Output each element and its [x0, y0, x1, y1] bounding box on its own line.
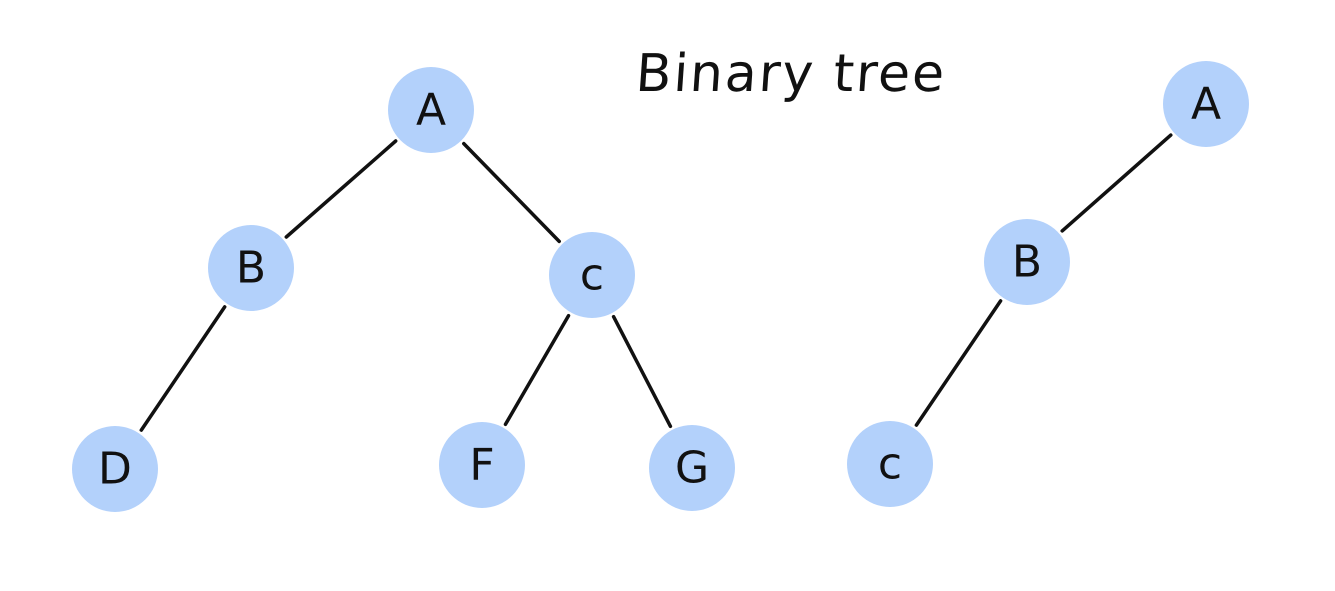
- node-label: F: [469, 440, 494, 491]
- node-r-a: A: [1163, 61, 1249, 147]
- node-circle: [649, 425, 735, 511]
- node-label: A: [1191, 79, 1221, 130]
- node-r-c: c: [847, 421, 933, 507]
- edge-l-c-to-l-f: [503, 313, 571, 427]
- node-l-g: G: [649, 425, 735, 511]
- node-circle: [208, 225, 294, 311]
- node-l-c: c: [549, 232, 635, 318]
- edge-r-a-to-r-b: [1060, 133, 1173, 233]
- node-label: c: [580, 250, 604, 301]
- edge-l-b-to-l-d: [139, 305, 227, 432]
- edge-l-a-to-l-b: [284, 139, 398, 239]
- edges-layer: [139, 133, 1173, 432]
- node-label: B: [236, 243, 266, 294]
- node-circle: [984, 219, 1070, 305]
- node-l-d: D: [72, 426, 158, 512]
- node-l-f: F: [439, 422, 525, 508]
- node-l-a: A: [388, 67, 474, 153]
- node-r-b: B: [984, 219, 1070, 305]
- node-l-b: B: [208, 225, 294, 311]
- edge-l-c-to-l-g: [611, 314, 673, 429]
- node-circle: [439, 422, 525, 508]
- node-circle: [847, 421, 933, 507]
- diagram-title: Binary tree: [633, 44, 949, 104]
- node-label: D: [98, 444, 132, 495]
- edge-l-a-to-l-c: [462, 141, 561, 244]
- node-circle: [549, 232, 635, 318]
- node-label: A: [416, 85, 446, 136]
- node-label: G: [675, 443, 709, 494]
- node-circle: [72, 426, 158, 512]
- node-circle: [388, 67, 474, 153]
- node-circle: [1163, 61, 1249, 147]
- edge-r-b-to-r-c: [914, 299, 1003, 427]
- node-label: c: [878, 439, 902, 490]
- node-label: B: [1012, 237, 1042, 288]
